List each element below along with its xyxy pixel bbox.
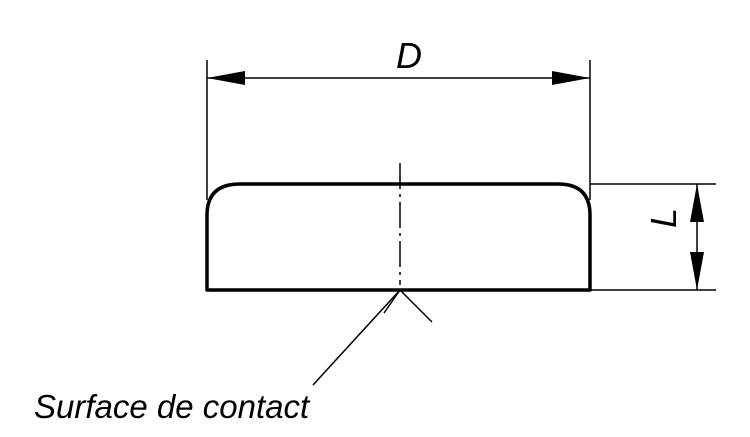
callout-arrow-right bbox=[399, 289, 433, 323]
length-arrow-bottom bbox=[690, 252, 704, 290]
diameter-label: D bbox=[396, 35, 422, 76]
length-label: L bbox=[643, 208, 684, 228]
diameter-arrow-right bbox=[552, 71, 590, 85]
callout-leader-line bbox=[312, 289, 401, 386]
part-outline bbox=[205, 182, 592, 292]
diameter-arrow-left bbox=[207, 71, 245, 85]
callout-label: Surface de contact bbox=[34, 388, 311, 425]
length-arrow-top bbox=[690, 184, 704, 222]
